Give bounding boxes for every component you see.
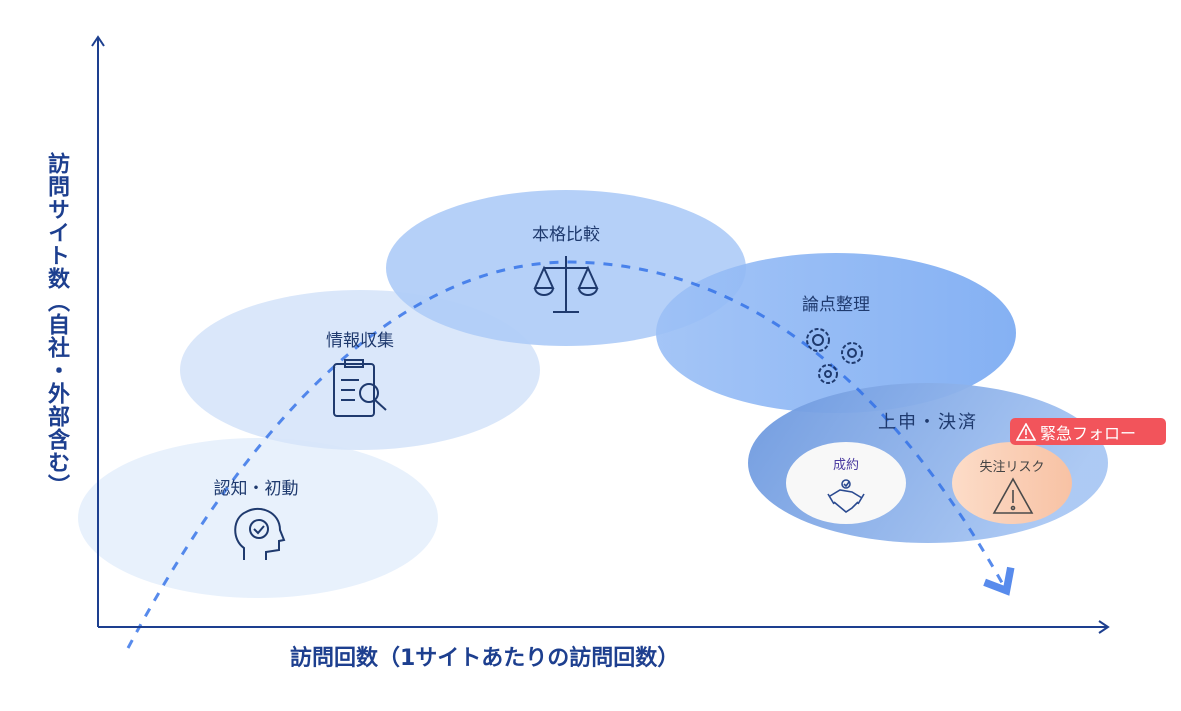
outcome-label-risk: 失注リスク [979,460,1045,475]
x-axis-label: 訪問回数（1サイトあたりの訪問回数） [290,646,680,671]
badge-label: 緊急フォロー [1040,423,1137,443]
outcome-won-ellipse [786,442,906,524]
handshake-icon [827,479,865,513]
gears-icon [806,328,863,384]
stage-research-ellipse [180,290,540,450]
stage-label-approval: 上申・決済 [878,412,978,433]
urgent-follow-badge: 緊急フォロー [1010,418,1166,445]
stage-label-organize: 論点整理 [802,295,870,315]
stage-label-compare: 本格比較 [532,225,600,245]
clipboard-search-icon [333,359,387,417]
head-check-icon [234,507,286,560]
stage-label-awareness: 認知・初動 [213,479,299,499]
y-axis-label: 訪問サイト数（自社・外部含む） [44,152,69,497]
x-axis-arrow-icon [1098,620,1110,634]
stage-organize-ellipse [656,253,1016,413]
warning-icon [1016,422,1036,441]
stage-awareness-ellipse [78,438,438,598]
y-axis-arrow-icon [91,35,105,47]
journey-path [126,260,1015,649]
scale-icon [533,256,599,313]
outcome-label-won: 成約 [832,458,860,473]
stage-label-research: 情報収集 [326,331,394,351]
outcome-risk-ellipse [952,442,1072,524]
warning-icon [992,477,1034,514]
